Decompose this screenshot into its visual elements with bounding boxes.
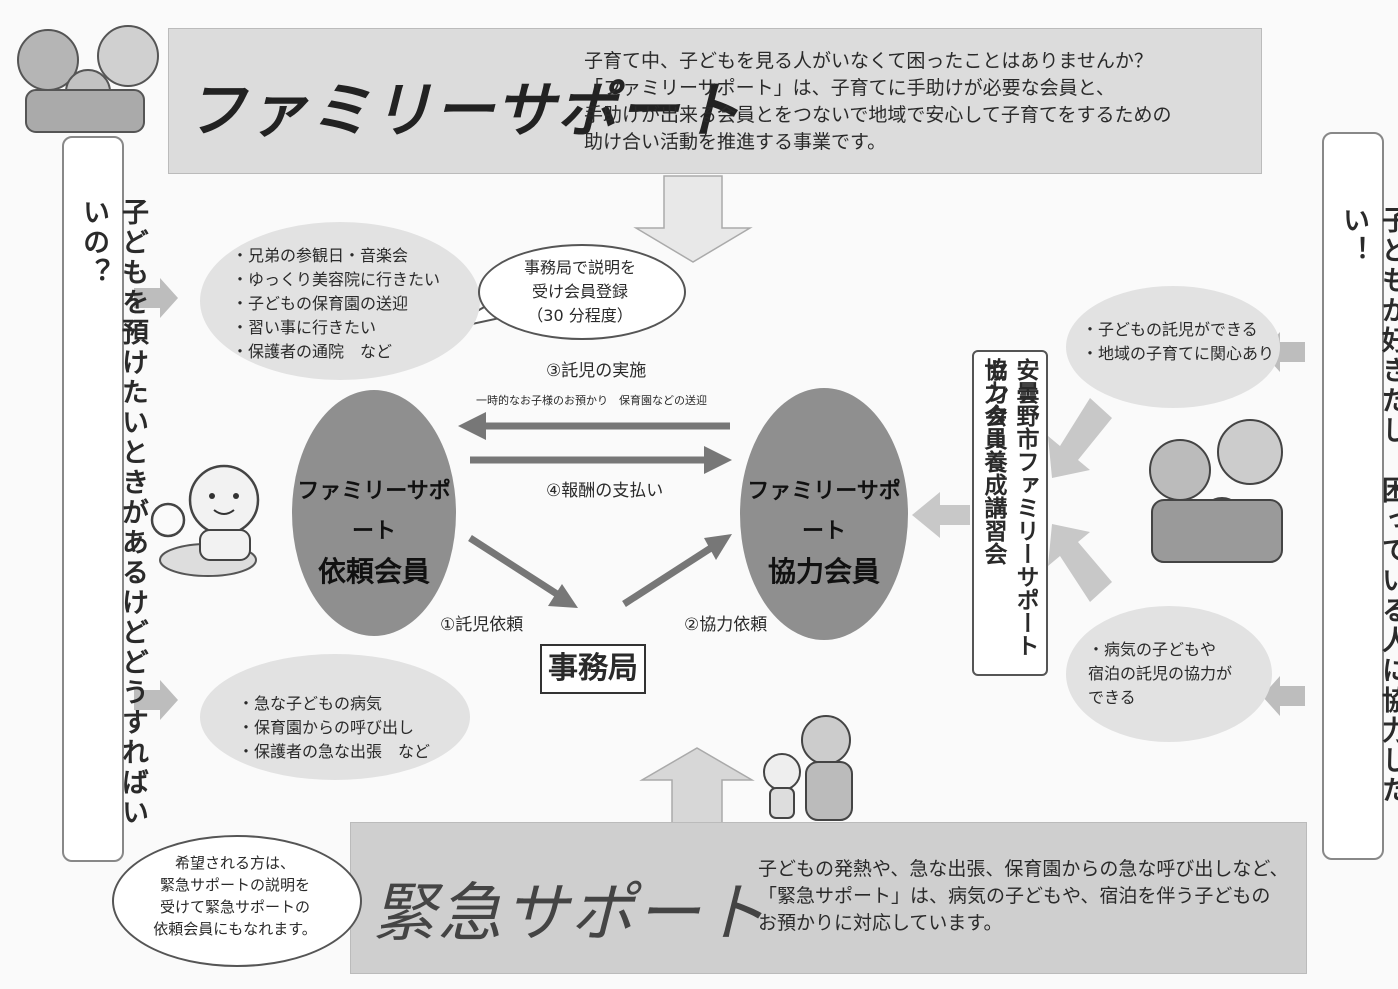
arrow-training-to-member: [912, 492, 970, 538]
right-panel-text: 子どもが好きだし、困っている人に協力したい！: [1338, 206, 1398, 806]
bubble-line: ・地域の子育てに関心あり: [1082, 344, 1275, 363]
support-member-node: [740, 388, 908, 640]
office-box: 事務局: [540, 644, 646, 694]
bubble-top-left-text: ・兄弟の参観日・音楽会 ・ゆっくり美容院に行きたい ・子どもの保育園の送迎 ・習…: [232, 244, 440, 364]
arrow-step1: [468, 535, 562, 599]
training-box: 安曇野市ファミリーサポートセンター 協力会員養成講習会: [972, 350, 1048, 676]
bubble-line: ・保護者の通院 など: [232, 342, 393, 361]
bubble-line: できる: [1088, 688, 1136, 707]
bubble-line: 宿泊の託児の協力が: [1088, 664, 1233, 683]
bubble-line: 事務局で説明を: [523, 258, 636, 277]
bubble-line: ・子どもの託児ができる: [1082, 320, 1258, 339]
header-description: 子育て中、子どもを見る人がいなくて困ったことはありませんか？ 「ファミリーサポー…: [584, 48, 1244, 156]
emergency-title: 緊急サポート: [372, 877, 768, 951]
bubble-line: ・病気の子どもや: [1088, 640, 1217, 659]
speech-registration-text: 事務局で説明を 受け会員登録 （30 分程度）: [510, 256, 650, 328]
bubble-right-bottom-text: ・病気の子どもや 宿泊の託児の協力が できる: [1088, 638, 1232, 710]
left-panel-text: 子どもを預けたいときがあるけどどうすればいいの？: [78, 198, 148, 828]
note-line: 依頼会員にもなれます。: [153, 920, 317, 938]
bubble-right-top-text: ・子どもの託児ができる ・地域の子育てに関心あり: [1082, 318, 1274, 366]
header-line: 子育て中、子どもを見る人がいなくて困ったことはありませんか？: [584, 50, 1153, 72]
training-line1: 安曇野市ファミリーサポートセンター: [982, 358, 1038, 657]
note-line: 緊急サポートの説明を: [159, 876, 310, 894]
training-line2: 協力会員養成講習会: [980, 358, 1006, 565]
emergency-note-bubble: [112, 835, 362, 967]
right-panel: 子どもが好きだし、困っている人に協力したい！: [1322, 132, 1398, 860]
request-member-label: ファミリーサポート 依頼会員: [292, 472, 456, 592]
step3-label: ③託児の実施: [546, 361, 647, 381]
step1-label: ①託児依頼: [440, 615, 524, 635]
diag-arrow-lower: [1048, 524, 1112, 602]
bubble-bottom-left: [200, 654, 470, 780]
bubble-top-left: [200, 222, 480, 380]
member-label-line: ファミリーサポート: [747, 479, 901, 544]
right-arrow-bottom: [1262, 676, 1305, 716]
note-line: 希望される方は、: [174, 854, 295, 872]
left-arrow-bottom: [134, 680, 178, 720]
step3-note: 一時的なお子様のお預かり 保育園などの送迎: [476, 394, 707, 407]
diag-arrow-upper: [1048, 398, 1112, 478]
bubble-line: ・兄弟の参観日・音楽会: [232, 246, 409, 265]
header-band: [168, 28, 1262, 174]
arrow-step2: [622, 543, 716, 607]
up-arrow-bottom: [639, 747, 755, 826]
speech-bubble-registration: [478, 244, 686, 340]
member-label-line: 協力会員: [767, 555, 880, 588]
member-label-line: ファミリーサポート: [297, 479, 451, 544]
header-line: 助け合い活動を推進する事業です。: [584, 131, 887, 153]
bubble-right-top: [1066, 286, 1280, 408]
bubble-line: ・急な子どもの病気: [238, 694, 383, 713]
bubble-line: ・保護者の急な出張 など: [238, 742, 431, 761]
emergency-line: 子どもの発熱や、急な出張、保育園からの急な呼び出しなど、: [758, 858, 1289, 880]
emergency-line: 「緊急サポート」は、病気の子どもや、宿泊を伴う子どもの: [758, 885, 1271, 907]
bubble-bottom-left-text: ・急な子どもの病気 ・保育園からの呼び出し ・保護者の急な出張 など: [238, 692, 430, 764]
bubble-right-bottom: [1066, 606, 1272, 742]
emergency-band: [350, 822, 1307, 974]
mother-child-illustration: [763, 715, 853, 821]
bubble-line: ・保育園からの呼び出し: [238, 718, 415, 737]
header-line: 手助けが出来る会員とをつないで地域で安心して子育てをするための: [584, 104, 1172, 126]
header-line: 「ファミリーサポート」は、子育てに手助けが必要な会員と、: [584, 77, 1115, 99]
member-label-line: 依頼会員: [317, 555, 430, 588]
bubble-line: ・習い事に行きたい: [232, 318, 377, 337]
bubble-line: （30 分程度）: [527, 306, 633, 325]
bubble-line: ・子どもの保育園の送迎: [232, 294, 409, 313]
elderly-couple-child-illustration: [1149, 419, 1283, 563]
bubble-line: ・ゆっくり美容院に行きたい: [232, 270, 441, 289]
emergency-note-text: 希望される方は、 緊急サポートの説明を 受けて緊急サポートの 依頼会員にもなれま…: [130, 852, 340, 940]
grandparents-family-illustration: [17, 25, 159, 133]
left-panel: 子どもを預けたいときがあるけどどうすればいいの？: [62, 136, 148, 862]
support-member-label: ファミリーサポート 協力会員: [740, 472, 908, 592]
step4-label: ④報酬の支払い: [546, 481, 664, 501]
down-arrow-header: [633, 175, 753, 263]
emergency-description: 子どもの発熱や、急な出張、保育園からの急な呼び出しなど、 「緊急サポート」は、病…: [758, 856, 1288, 937]
emergency-line: お預かりに対応しています。: [758, 912, 1003, 934]
request-member-node: [292, 390, 456, 636]
step2-label: ②協力依頼: [684, 615, 768, 635]
baby-illustration: [150, 464, 260, 577]
note-line: 受けて緊急サポートの: [159, 898, 310, 916]
left-arrow-top: [134, 278, 178, 318]
bubble-line: 受け会員登録: [531, 282, 628, 301]
page-title: ファミリーサポート: [186, 76, 743, 146]
